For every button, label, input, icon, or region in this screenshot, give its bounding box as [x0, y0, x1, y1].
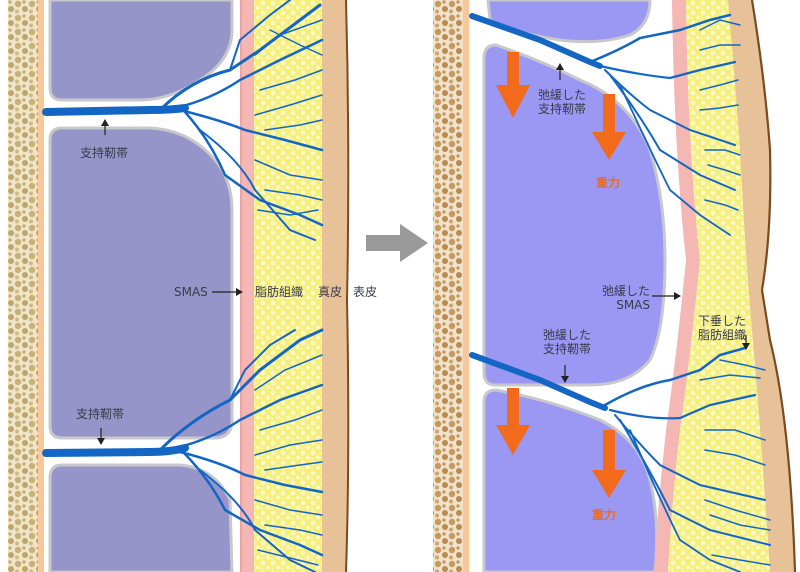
- label-relaxed-smas: 弛緩した SMAS: [601, 284, 650, 312]
- label-ligament-bottom: 支持靭帯: [76, 407, 125, 421]
- right-arrow-icon: [366, 224, 428, 262]
- label-smas: SMAS: [174, 285, 208, 299]
- label-fat-tissue: 脂肪組織: [255, 285, 304, 299]
- label-ligament-top: 支持靭帯: [80, 146, 129, 160]
- label-relaxed-ligament-top: 弛緩した 支持靭帯: [537, 88, 586, 116]
- label-dermis: 真皮: [318, 285, 343, 299]
- label-gravity-bottom: 重力: [592, 508, 617, 522]
- label-gravity-top: 重力: [596, 176, 621, 190]
- gravity-arrows: [496, 52, 626, 498]
- left-panel: [8, 0, 350, 572]
- label-epidermis: 表皮: [353, 285, 378, 299]
- right-panel: [433, 0, 797, 572]
- label-sagged-fat: 下垂した 脂肪組織: [697, 314, 746, 342]
- label-relaxed-ligament-bottom: 弛緩した 支持靭帯: [542, 328, 591, 356]
